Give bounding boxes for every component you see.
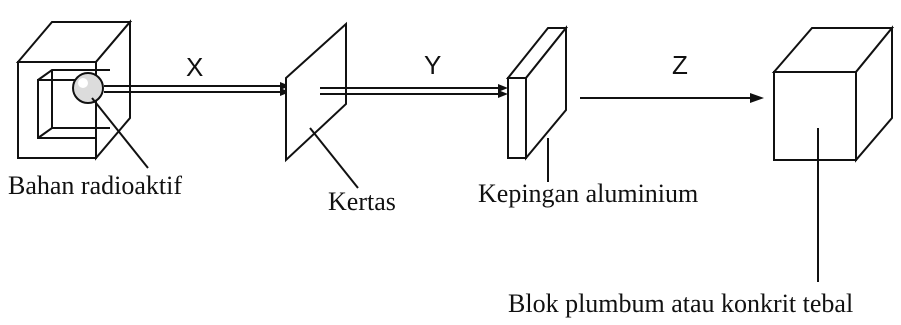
paper-label: Kertas bbox=[328, 187, 396, 216]
beam-x-label: X bbox=[186, 52, 203, 82]
source-holder bbox=[15, 19, 133, 161]
beam-z: Z bbox=[580, 50, 764, 103]
aluminium-sheet bbox=[505, 25, 569, 161]
lead-block bbox=[771, 25, 895, 163]
source-label: Bahan radioaktif bbox=[8, 171, 182, 200]
radioactive-sample bbox=[72, 72, 104, 104]
source-leader-line bbox=[91, 97, 149, 169]
paper-sheet bbox=[285, 21, 347, 163]
paper-leader-line bbox=[309, 127, 359, 189]
beam-x: X bbox=[104, 52, 290, 96]
beam-y: Y bbox=[320, 50, 508, 98]
aluminium-label: Kepingan aluminium bbox=[478, 179, 698, 208]
block-label: Blok plumbum atau konkrit tebal bbox=[508, 289, 853, 318]
beam-z-label: Z bbox=[672, 50, 688, 80]
beam-y-label: Y bbox=[424, 50, 441, 80]
